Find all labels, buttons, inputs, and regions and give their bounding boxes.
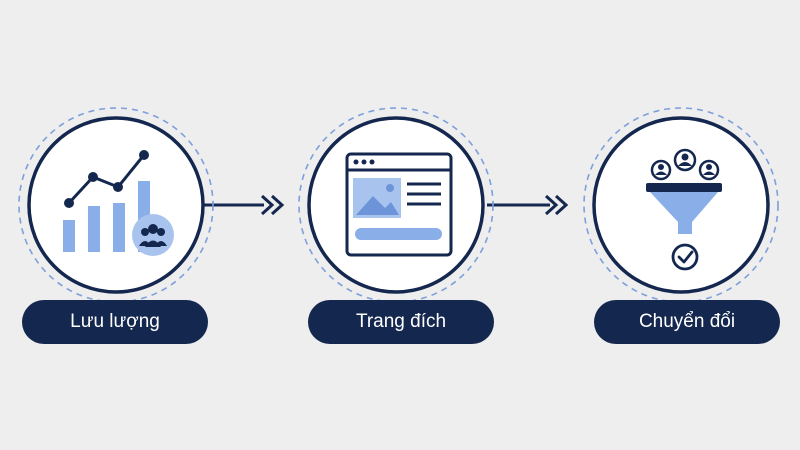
step-1-node: [18, 107, 214, 303]
step-label-landing-page: Trang đích: [308, 300, 494, 344]
double-chevron-right-icon: [544, 194, 569, 216]
dashed-ring: [298, 107, 494, 303]
dashed-ring: [18, 107, 214, 303]
conversion-funnel-icon: [646, 183, 722, 234]
step-label-conversion: Chuyển đổi: [594, 300, 780, 344]
step-3-node: [583, 107, 779, 303]
users-icon: [650, 148, 720, 181]
users-badge-icon: [132, 214, 174, 256]
step-label-traffic: Lưu lượng: [22, 300, 208, 344]
step-2-node: [298, 107, 494, 303]
dashed-ring: [583, 107, 779, 303]
check-circle-icon: [671, 243, 699, 271]
double-chevron-right-icon: [260, 194, 285, 216]
landing-page-icon: [345, 152, 453, 257]
